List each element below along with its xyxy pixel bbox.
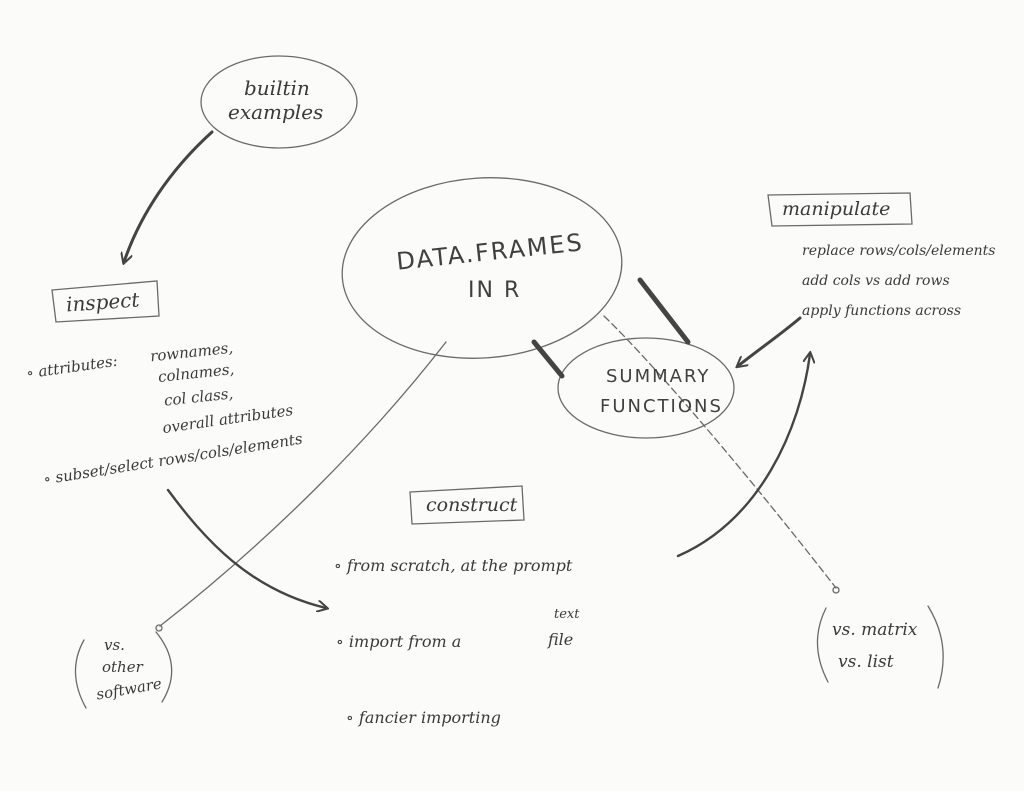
- construct-item-text: text: [554, 607, 580, 622]
- builtin-label-line2: examples: [228, 100, 324, 124]
- construct-item-file: file: [548, 630, 574, 649]
- construct-box: [409, 485, 525, 525]
- manipulate-item-2: apply functions across: [802, 303, 962, 319]
- arrow-builtin-to-inspect: [124, 130, 214, 262]
- arrow-construct-to-manipulate: [676, 354, 810, 558]
- manipulate-item-0: replace rows/cols/elements: [802, 243, 996, 259]
- vs-other-paren-right: [155, 631, 173, 703]
- line-center-to-vs-other: [159, 341, 447, 627]
- construct-item-1: ∘ import from a: [336, 632, 462, 651]
- vs-other-line2: other: [102, 658, 143, 676]
- link-center-summary-right: [637, 277, 691, 345]
- center-title-line2: IN R: [468, 278, 522, 303]
- link-center-summary-left: [531, 339, 565, 379]
- summary-ellipse: [557, 337, 735, 439]
- vs-matrix-line2: vs. list: [838, 652, 894, 672]
- inspect-title: inspect: [65, 287, 141, 317]
- manipulate-item-1: add cols vs add rows: [802, 273, 950, 289]
- construct-title: construct: [426, 494, 518, 516]
- vs-other-line1: vs.: [104, 636, 125, 654]
- line-center-to-vs-matrix: [603, 315, 837, 589]
- summary-label-line2: FUNCTIONS: [600, 396, 723, 417]
- vs-matrix-paren-left: [816, 607, 829, 683]
- vs-other-bullet: [155, 624, 163, 632]
- summary-label-line1: SUMMARY: [606, 366, 711, 387]
- manipulate-box: [767, 192, 913, 227]
- arrow-inspect-to-construct: [166, 488, 326, 608]
- center-ellipse: [341, 177, 623, 359]
- vs-matrix-bullet: [832, 586, 840, 594]
- builtin-ellipse: [200, 55, 358, 149]
- vs-matrix-line1: vs. matrix: [832, 620, 918, 640]
- vs-other-paren-left: [74, 639, 87, 709]
- manipulate-title: manipulate: [782, 198, 891, 220]
- inspect-box: [51, 280, 160, 323]
- arrow-manipulate-to-summary: [738, 316, 802, 366]
- builtin-label-line1: builtin: [244, 76, 310, 100]
- vs-matrix-paren-right: [927, 605, 944, 689]
- construct-item-0: ∘ from scratch, at the prompt: [334, 556, 573, 575]
- construct-item-2: ∘ fancier importing: [346, 708, 501, 727]
